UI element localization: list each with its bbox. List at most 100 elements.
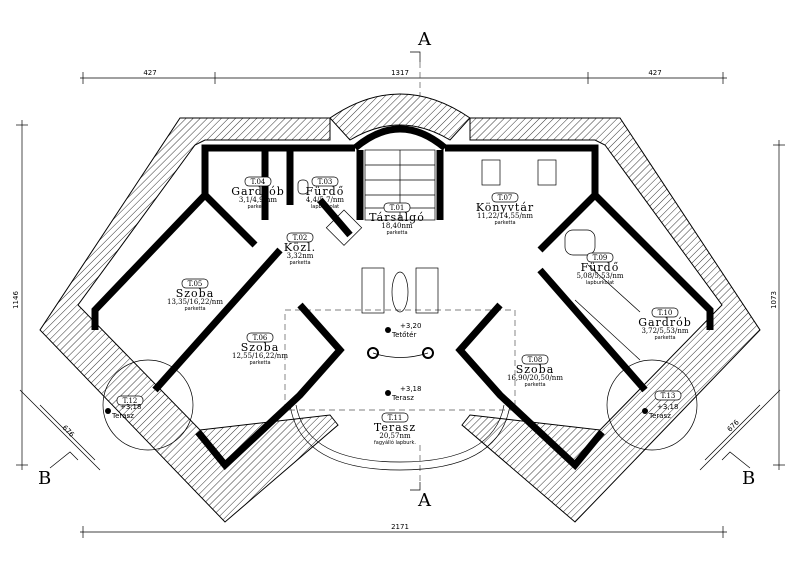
- room-label: T.12: [116, 395, 144, 406]
- room-id: T.08: [528, 356, 543, 364]
- level-marker-icon: [385, 327, 391, 333]
- room-name: Közl.: [284, 241, 316, 254]
- room-name: Gardrób: [231, 185, 285, 198]
- room-area: 13,35/16,22/nm: [167, 298, 223, 306]
- room-area: 11,22/14,55/nm: [477, 212, 533, 220]
- room-area: 4,4/5,7/nm: [306, 196, 344, 204]
- level-marker-icon: [105, 408, 111, 414]
- dim-wing-left: 676: [61, 424, 76, 439]
- room-area: 20,57nm: [379, 432, 411, 440]
- room-id-badge: [383, 202, 411, 213]
- room-id-badge: [181, 278, 209, 289]
- room-name: Könyvtár: [476, 201, 534, 214]
- level-label: Tetőtér: [391, 330, 416, 339]
- dim-bottom: 2171: [391, 523, 409, 531]
- room-labels: T.04Gardrób3,1/4,9/nmparkettaT.03Fürdő4,…: [116, 176, 692, 446]
- room-label: T.13: [654, 390, 682, 401]
- room-id: T.07: [498, 194, 513, 202]
- section-a-top: A: [417, 29, 432, 50]
- room-id: T.02: [293, 234, 308, 242]
- level-label: Terasz: [648, 412, 671, 420]
- room-area: 3,1/4,9/nm: [239, 196, 277, 204]
- roof-eaves: [39, 93, 761, 523]
- room-id: T.12: [123, 397, 138, 405]
- level-label: Terasz: [391, 394, 414, 402]
- room-area: 3,72/5,53/nm: [641, 327, 688, 335]
- level-marker-icon: [385, 390, 391, 396]
- staircase: [364, 149, 436, 221]
- walls: [91, 125, 714, 471]
- room-floor: parketta: [289, 260, 310, 266]
- dim-top-center: 1317: [391, 69, 409, 77]
- dim-left: 1146: [12, 291, 20, 309]
- dim-top-left: 427: [143, 69, 156, 77]
- level-value: +3,18: [657, 403, 678, 411]
- room-floor: parketta: [249, 360, 270, 366]
- room-id-badge: [246, 332, 274, 343]
- level-marks: +3,20Tetőtér+3,18Terasz+3,18Terasz+3,18T…: [105, 322, 678, 420]
- room-id: T.01: [390, 204, 405, 212]
- room-id: T.13: [661, 392, 676, 400]
- room-id-badge: [244, 176, 272, 187]
- section-b-left: B: [38, 468, 51, 489]
- room-floor: lapburkolat: [311, 204, 339, 210]
- section-b-right: B: [742, 468, 755, 489]
- room-name: Társalgó: [369, 211, 425, 224]
- room-id-badge: [286, 232, 314, 243]
- room-area: 5,08/5,53/nm: [576, 272, 623, 280]
- room-name: Gardrób: [638, 316, 692, 329]
- level-label: Terasz: [111, 412, 134, 420]
- room-floor: parketta: [654, 335, 675, 341]
- room-name: Terasz: [374, 421, 416, 434]
- dim-right: 1073: [770, 291, 778, 309]
- room-floor: fagyálló lapburk.: [374, 439, 416, 446]
- room-floor: parketta: [494, 220, 515, 226]
- level-marker-icon: [642, 408, 648, 414]
- room-area: 18,40nm: [381, 222, 413, 230]
- room-id: T.09: [593, 254, 608, 262]
- level-value: +3,18: [400, 385, 421, 393]
- room-id-badge: [521, 354, 549, 365]
- section-a-bottom: A: [417, 490, 432, 511]
- room-id-badge: [381, 412, 409, 423]
- room-id-badge: [654, 390, 682, 401]
- room-id: T.06: [253, 334, 268, 342]
- dim-top-right: 427: [648, 69, 661, 77]
- section-lines: [49, 51, 751, 491]
- room-id-badge: [586, 252, 614, 263]
- room-area: 3,32nm: [287, 252, 314, 260]
- room-id-badge: [116, 395, 144, 406]
- room-floor: parketta: [524, 382, 545, 388]
- terraces: [102, 309, 698, 471]
- room-id: T.04: [251, 178, 266, 186]
- room-name: Fürdő: [581, 261, 620, 274]
- room-id-badge: [311, 176, 339, 187]
- room-floor: parketta: [247, 204, 268, 210]
- room-name: Szoba: [241, 341, 280, 354]
- level-value: +3,18: [120, 403, 141, 411]
- room-id-badge: [491, 192, 519, 203]
- room-area: 16,90/20,50/nm: [507, 374, 563, 382]
- room-id: T.10: [658, 309, 673, 317]
- room-id: T.05: [188, 280, 203, 288]
- room-name: Szoba: [516, 363, 555, 376]
- furniture: [297, 159, 596, 314]
- dimension-lines: [16, 72, 785, 538]
- room-name: Fürdő: [306, 185, 345, 198]
